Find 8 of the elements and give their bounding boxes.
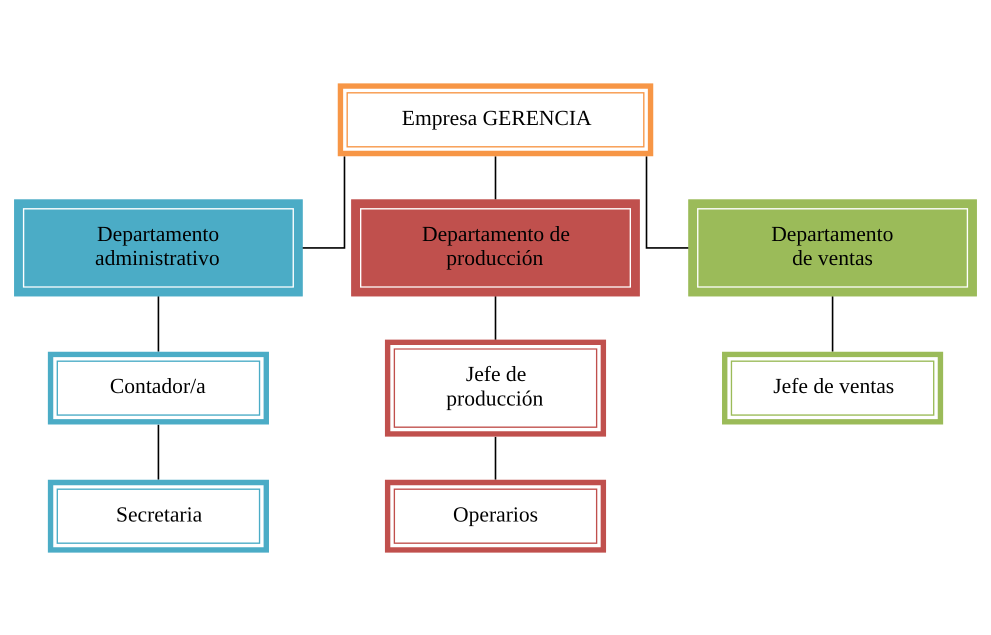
connector — [158, 424, 160, 479]
connector — [646, 156, 688, 248]
connector — [158, 296, 160, 351]
connector — [302, 156, 346, 248]
connector — [494, 156, 496, 199]
connector — [494, 296, 496, 340]
connector — [832, 296, 834, 351]
connector — [494, 436, 496, 479]
